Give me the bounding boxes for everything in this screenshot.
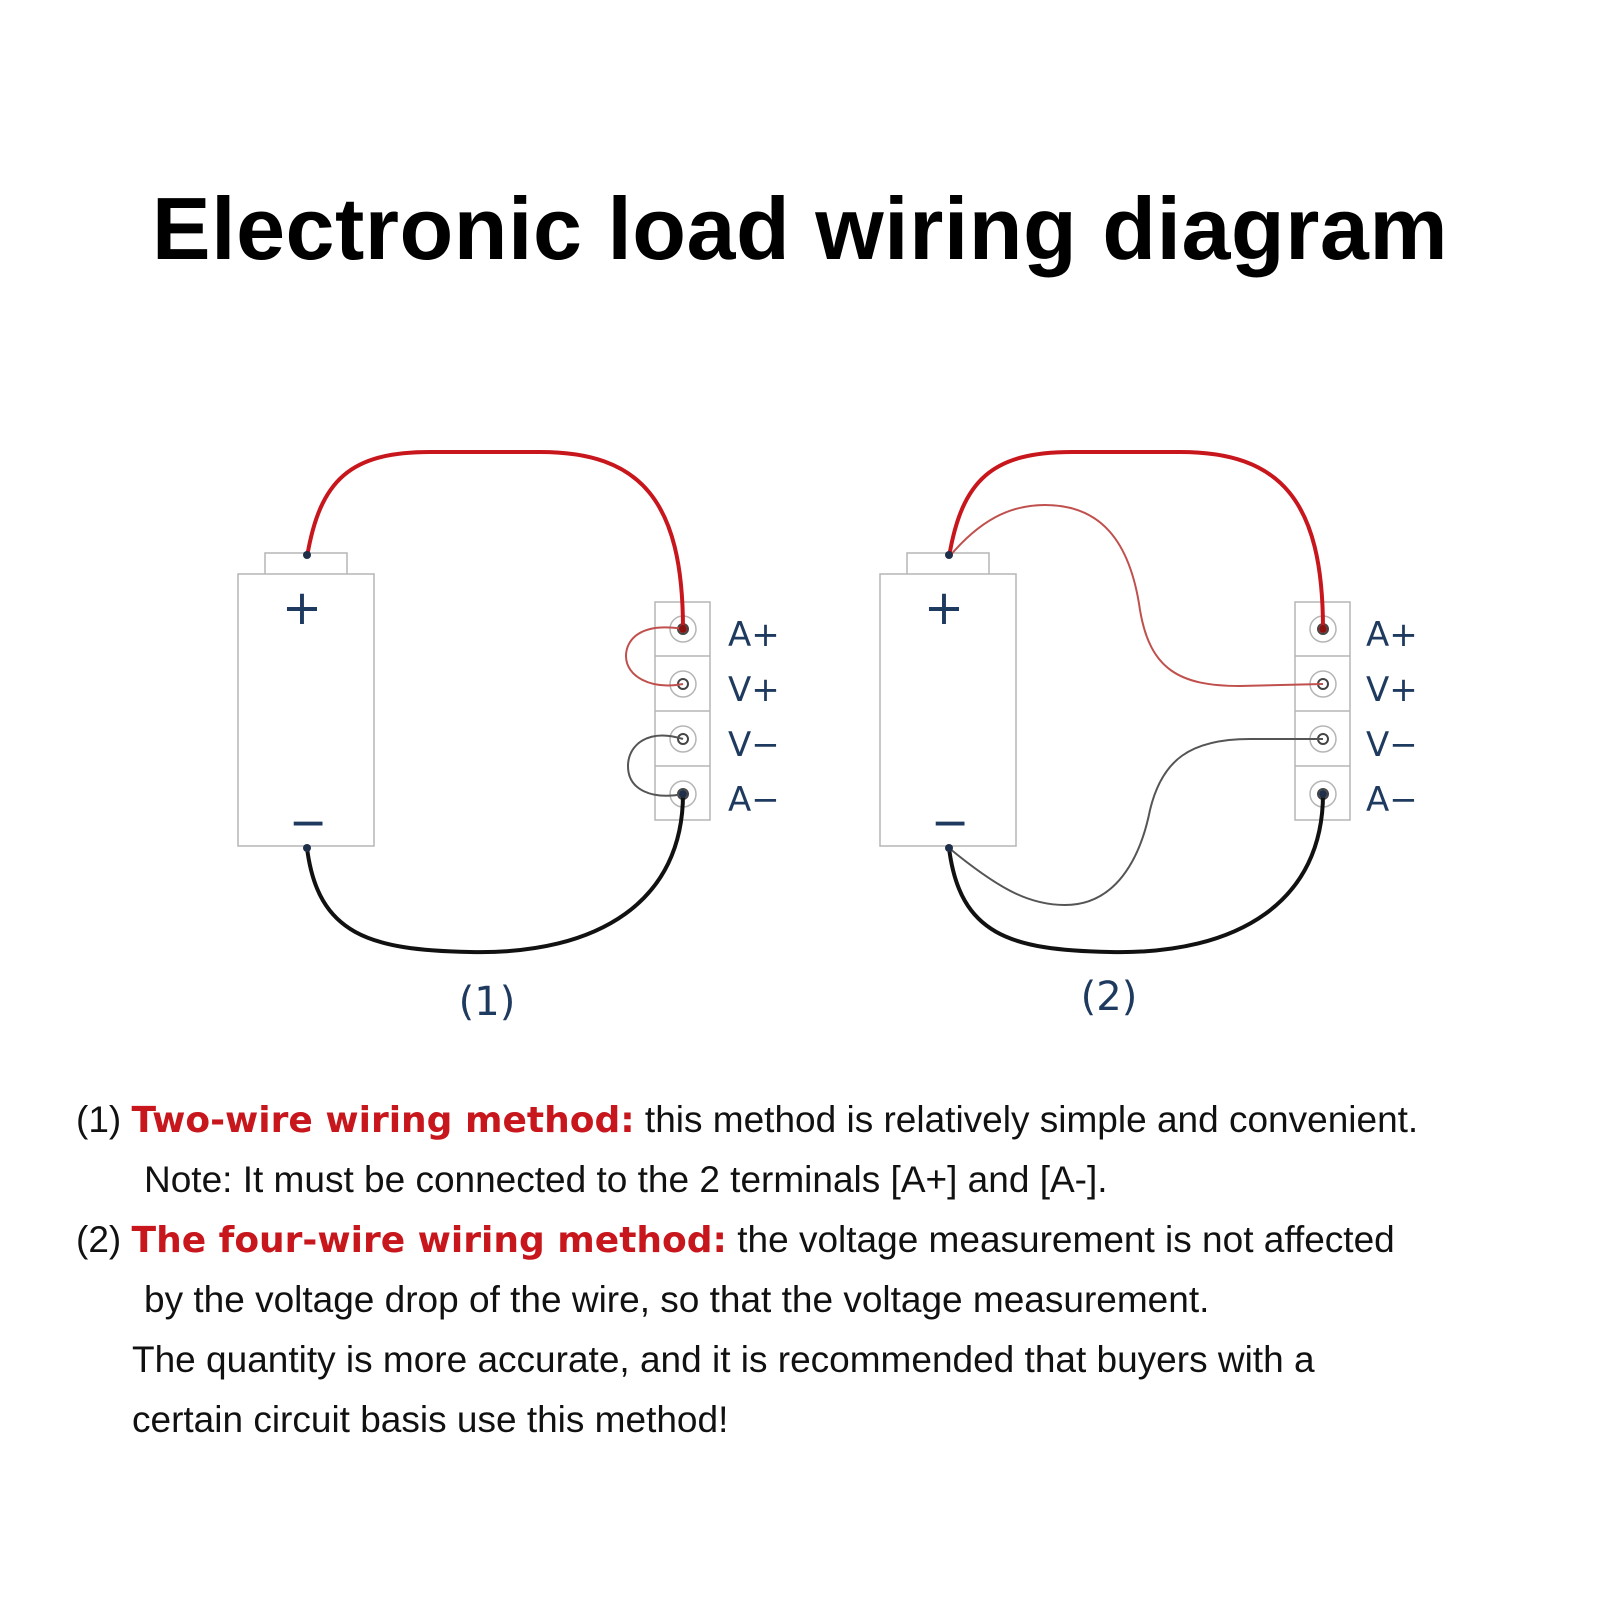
battery-minus-label: −	[289, 795, 328, 849]
note-1-heading: Two-wire wiring method:	[131, 1100, 635, 1141]
a-plus-node	[679, 625, 687, 633]
terminal-block	[1294, 601, 1351, 821]
battery-minus-node	[303, 844, 311, 852]
terminal-label-a-minus: A−	[1366, 780, 1418, 820]
wire-positive	[305, 450, 685, 630]
battery-minus-label: −	[931, 795, 970, 849]
wire-negative	[947, 793, 1325, 955]
notes-section: (1) Two-wire wiring method: this method …	[76, 1090, 1576, 1450]
a-minus-node	[679, 790, 687, 798]
battery-body	[879, 573, 1017, 847]
battery-plus-node	[945, 551, 953, 559]
diagram-caption: (1)	[459, 979, 516, 1025]
terminal-label-v-minus: V−	[1366, 725, 1418, 765]
note-2-heading: The four-wire wiring method:	[131, 1220, 727, 1261]
a-plus-node	[1319, 625, 1327, 633]
battery-plus-label: +	[282, 580, 322, 636]
diagram-four-wire: + −	[879, 450, 1418, 1020]
terminal-label-a-minus: A−	[728, 780, 780, 820]
terminal-label-v-plus: V+	[1366, 670, 1418, 710]
wire-sense-positive	[948, 503, 1324, 688]
note-1-number: (1)	[76, 1099, 122, 1140]
terminal-label-a-plus: A+	[1366, 615, 1418, 655]
a-minus-node	[1319, 790, 1327, 798]
wiring-diagrams: + −	[237, 450, 1418, 1025]
battery-plus-label: +	[924, 580, 964, 636]
wire-negative	[305, 793, 685, 955]
wire-positive	[947, 450, 1325, 630]
terminal-label-v-plus: V+	[728, 670, 780, 710]
diagram-two-wire: + −	[237, 450, 780, 1025]
diagram-caption: (2)	[1081, 974, 1138, 1020]
battery-plus-node	[303, 551, 311, 559]
note-1-detail: Note: It must be connected to the 2 term…	[144, 1159, 1108, 1200]
terminal-block	[654, 601, 711, 821]
wire-sense-negative	[948, 738, 1323, 907]
terminal-label-a-plus: A+	[728, 615, 780, 655]
note-2-text: the voltage measurement is not affected	[737, 1219, 1395, 1260]
terminal-label-v-minus: V−	[728, 725, 780, 765]
jumper-v-minus-a-minus	[626, 734, 684, 797]
battery-minus-node	[945, 844, 953, 852]
note-2-number: (2)	[76, 1219, 122, 1260]
terminal-screw-v-minus	[669, 725, 697, 753]
note-2-line: (2) The four-wire wiring method: the vol…	[76, 1210, 1576, 1270]
note-1-text: this method is relatively simple and con…	[644, 1099, 1419, 1140]
note-2-line-2: by the voltage drop of the wire, so that…	[144, 1279, 1210, 1320]
note-2-line-4: certain circuit basis use this method!	[132, 1399, 729, 1440]
jumper-a-plus-v-plus	[624, 626, 684, 687]
note-2-line-3: The quantity is more accurate, and it is…	[132, 1339, 1315, 1380]
page-title: Electronic load wiring diagram	[151, 179, 1449, 278]
note-1-line: (1) Two-wire wiring method: this method …	[76, 1090, 1576, 1150]
